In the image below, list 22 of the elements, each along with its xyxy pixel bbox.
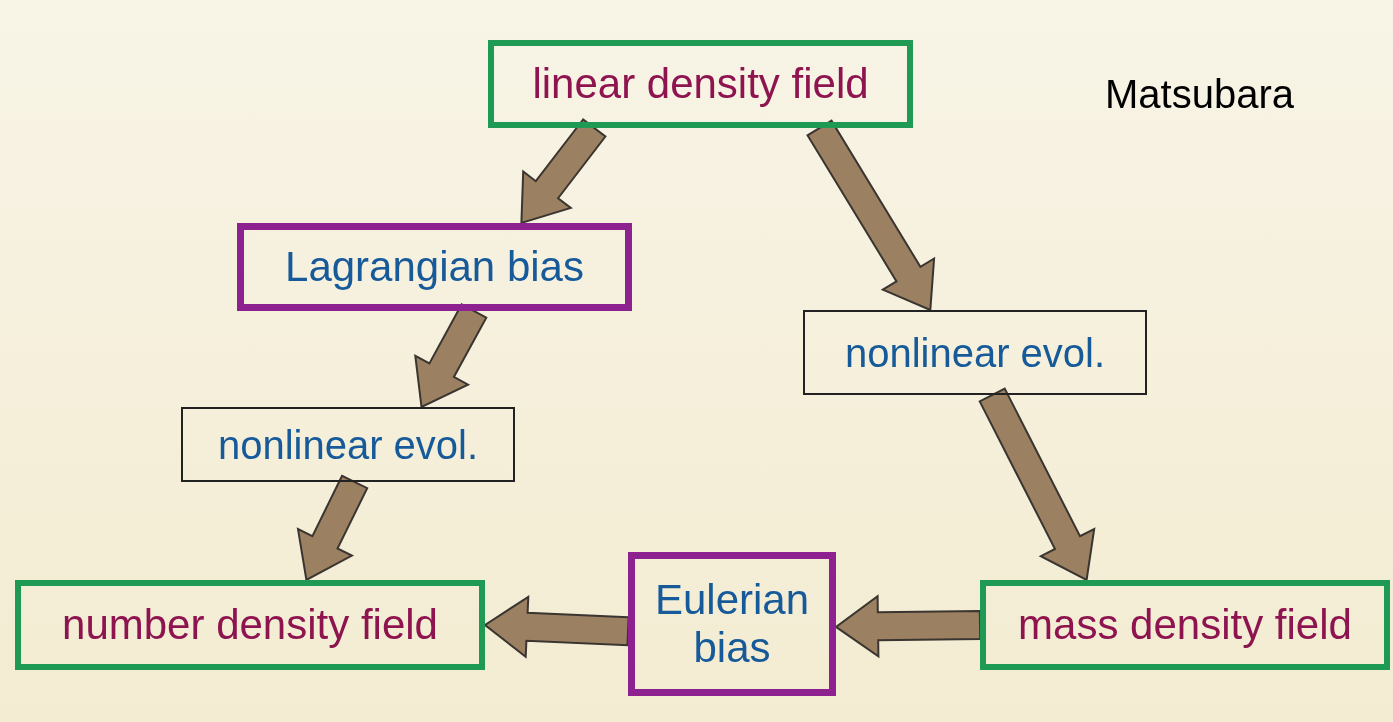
field-box <box>488 40 913 128</box>
box-label: number density field <box>62 600 438 650</box>
box-label: linear density field <box>532 59 869 109</box>
process-box <box>803 310 1147 395</box>
field-box <box>980 580 1390 670</box>
box-label: nonlinear evol. <box>844 329 1106 376</box>
block-arrow <box>834 594 982 659</box>
field-box <box>15 580 485 670</box>
block-arrow <box>296 474 369 582</box>
block-arrow <box>806 119 936 312</box>
author-name: Matsubara <box>1105 72 1294 117</box>
bias-box <box>237 223 632 311</box>
block-arrow <box>414 302 488 409</box>
box-label: mass density field <box>1018 600 1352 650</box>
block-arrow <box>978 387 1096 582</box>
box-label: Eulerian bias <box>653 575 811 673</box>
bias-box <box>628 552 836 696</box>
block-arrow <box>520 118 607 225</box>
process-box <box>181 407 515 482</box>
box-label: Lagrangian bias <box>285 242 584 292</box>
block-arrow <box>483 594 630 659</box>
box-label: nonlinear evol. <box>217 421 479 468</box>
